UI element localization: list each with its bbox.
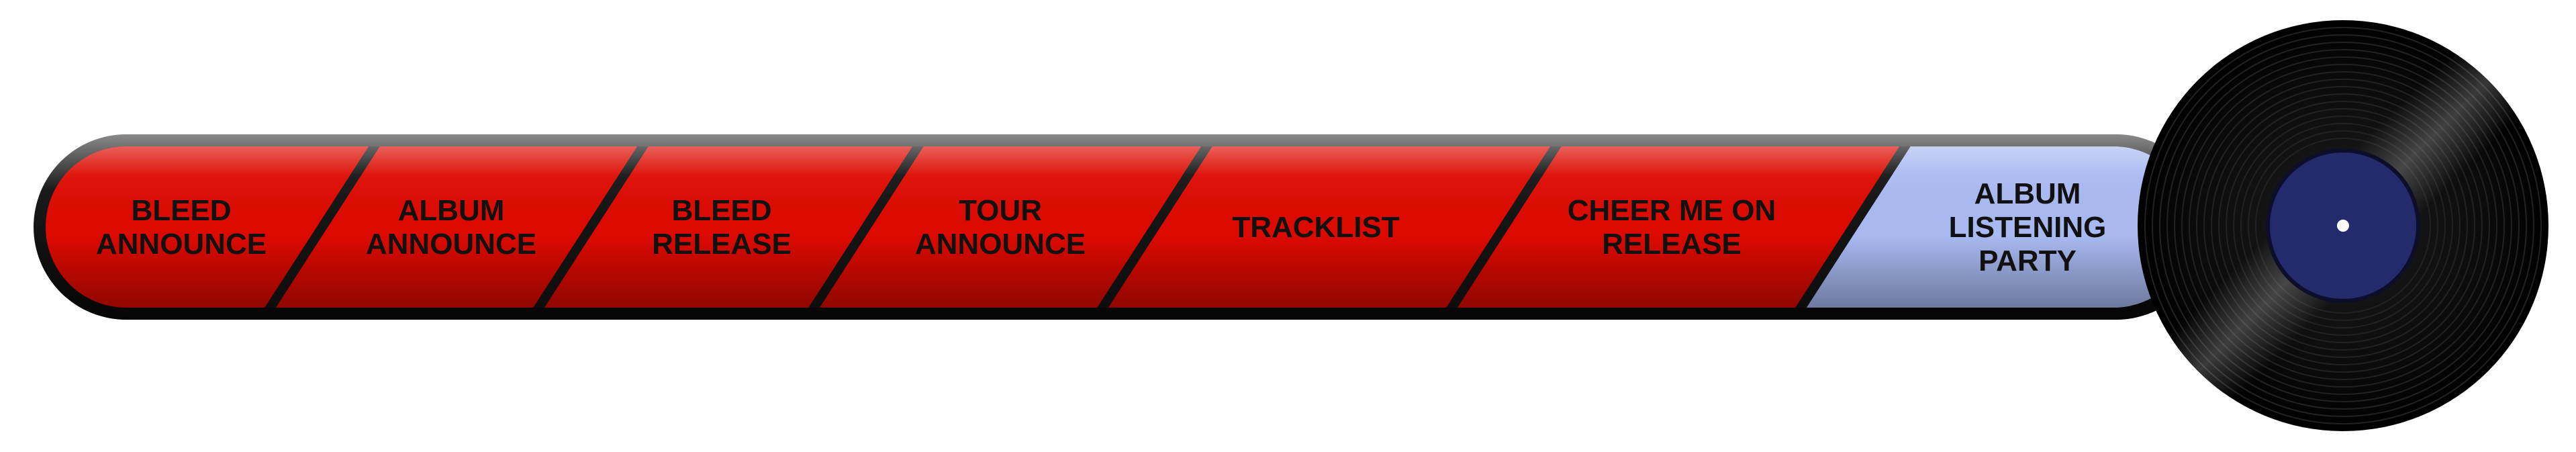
vinyl-spindle-hole: [2337, 220, 2349, 232]
segment-label-line: ANNOUNCE: [366, 228, 536, 261]
segment-label-line: LISTENING: [1949, 211, 2107, 244]
progress-bar-shading: [46, 146, 2194, 308]
segment-label-line: BLEED: [671, 194, 771, 227]
segment-label-line: PARTY: [1978, 244, 2077, 277]
segment-label-line: ALBUM: [1974, 177, 2081, 210]
segment-label-line: TOUR: [959, 194, 1042, 227]
segment-label-line: CHEER ME ON: [1568, 194, 1776, 227]
segment-label-line: ANNOUNCE: [96, 228, 267, 261]
segment-label-line: TRACKLIST: [1232, 211, 1399, 244]
segment-label-line: ANNOUNCE: [915, 228, 1086, 261]
segment-label-line: BLEED: [131, 194, 231, 227]
segment-label-tracklist: TRACKLIST: [1232, 211, 1399, 244]
segment-label-line: ALBUM: [398, 194, 505, 227]
vinyl-record-icon: [2138, 20, 2548, 431]
segment-label-line: RELEASE: [1602, 228, 1742, 261]
segment-label-line: RELEASE: [652, 228, 792, 261]
